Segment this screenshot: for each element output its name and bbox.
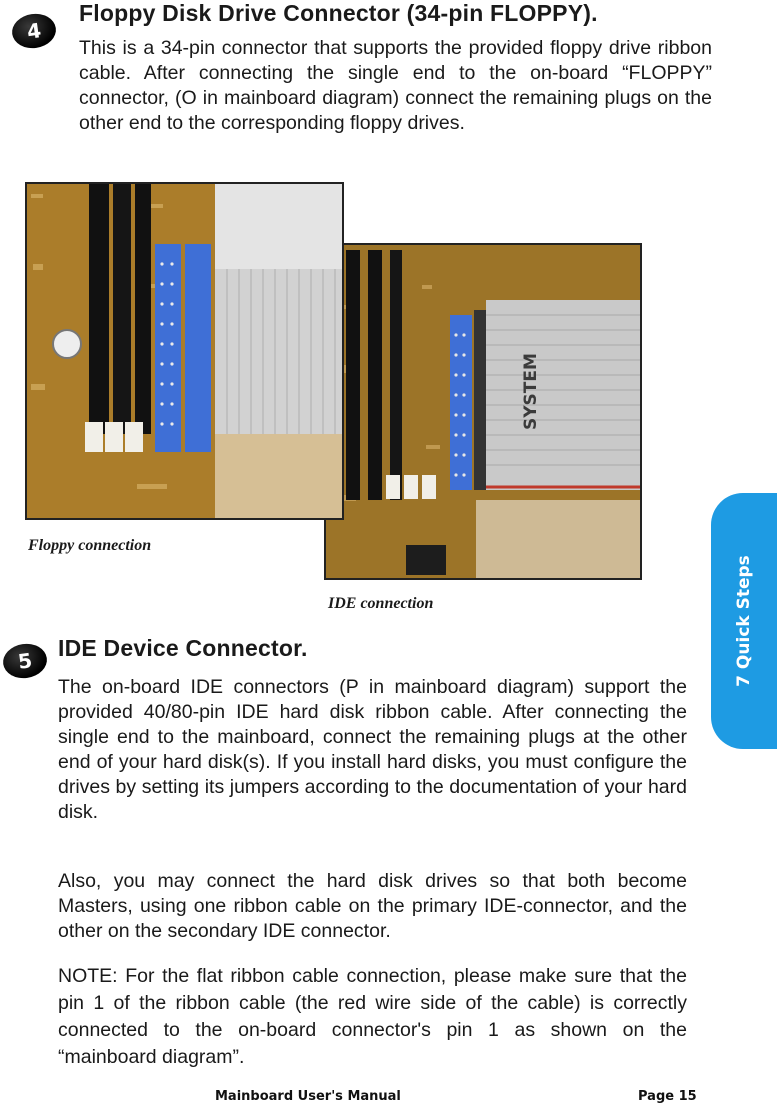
footer-manual-title: Mainboard User's Manual [215, 1089, 401, 1104]
step-5-badge: 5 [0, 641, 50, 681]
ide-cable-print: SYSTEM [521, 353, 541, 430]
quick-steps-tab-label: 7 Quick Steps [734, 555, 754, 687]
floppy-photo-image [27, 184, 342, 518]
quick-steps-side-tab: 7 Quick Steps [711, 493, 777, 749]
ide-connector-heading: IDE Device Connector. [58, 635, 308, 661]
ide-photo-caption: IDE connection [328, 595, 434, 612]
floppy-connector-heading: Floppy Disk Drive Connector (34-pin FLOP… [79, 0, 598, 26]
ide-connection-photo: SYSTEM [324, 243, 642, 580]
ide-photo-image: SYSTEM [326, 245, 640, 578]
ide-masters-text: Also, you may connect the hard disk driv… [58, 870, 687, 942]
floppy-photo-caption: Floppy connection [28, 537, 152, 554]
footer-page-number: Page 15 [638, 1089, 697, 1104]
floppy-connector-text: This is a 34-pin connector that supports… [79, 37, 712, 134]
ide-connector-text: The on-board IDE connectors (P in mainbo… [58, 676, 687, 823]
floppy-connection-photo [25, 182, 344, 520]
ribbon-cable-note: NOTE: For the flat ribbon cable connecti… [58, 965, 687, 1068]
step-4-badge: 4 [9, 11, 59, 51]
